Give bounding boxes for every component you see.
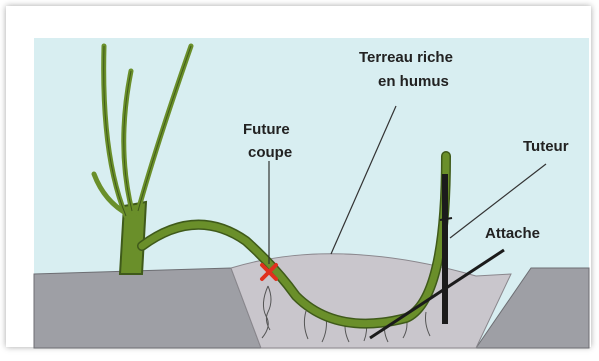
label-future-line1: Future xyxy=(243,121,290,138)
layering-diagram: Terreau riche en humus Future coupe Tute… xyxy=(6,6,599,361)
label-attache: Attache xyxy=(485,225,540,242)
label-future-line2: coupe xyxy=(248,144,292,161)
label-tuteur: Tuteur xyxy=(523,138,569,155)
ground-left xyxy=(34,268,261,348)
label-terreau-line2: en humus xyxy=(378,73,449,90)
stake xyxy=(442,174,448,324)
diagram-frame: Terreau riche en humus Future coupe Tute… xyxy=(6,6,591,347)
label-terreau-line1: Terreau riche xyxy=(359,49,453,66)
